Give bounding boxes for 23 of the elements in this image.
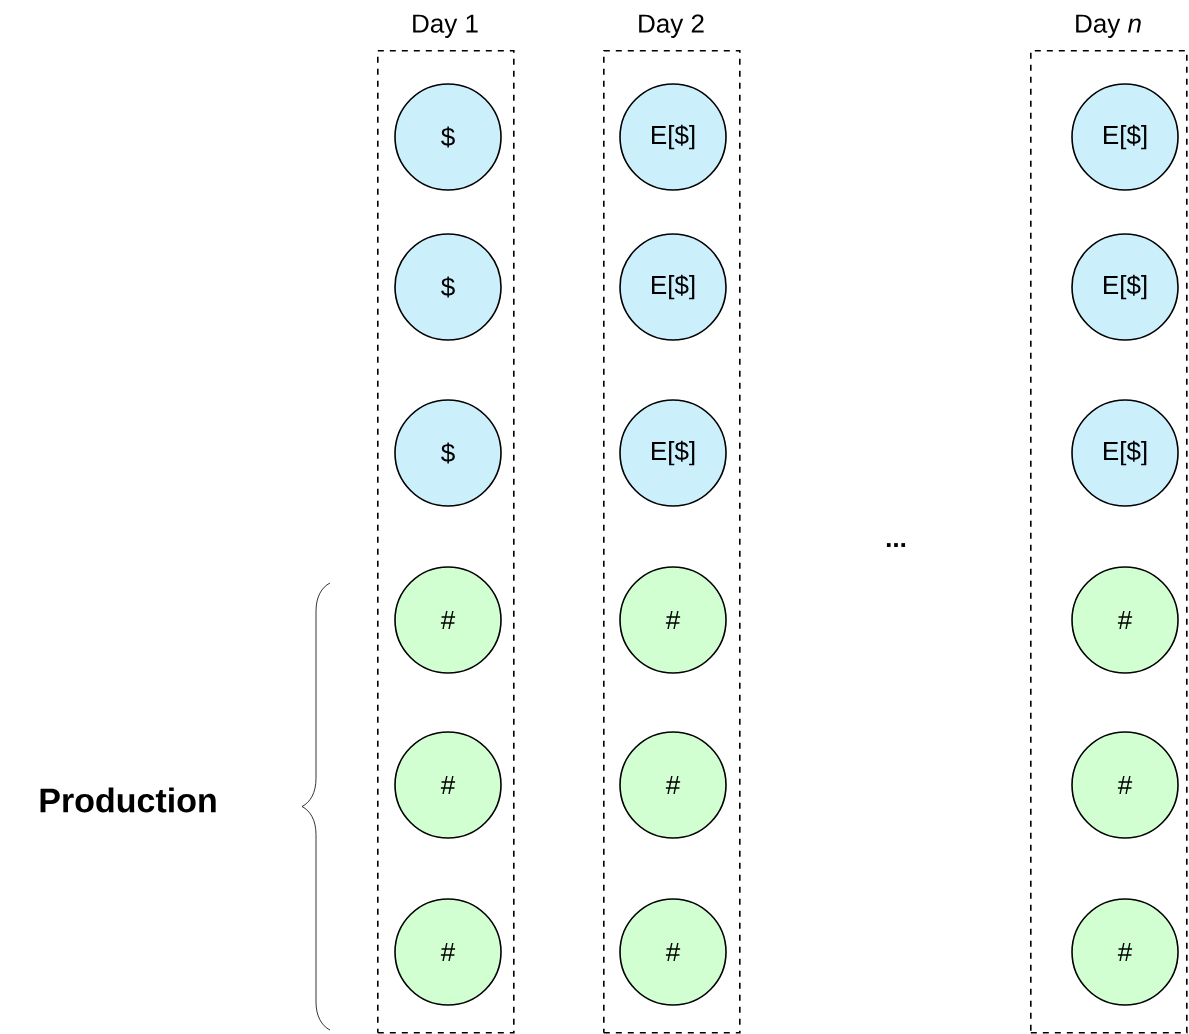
column-heading: Day 1 xyxy=(413,14,478,38)
circle-node: E[$] xyxy=(1071,83,1179,191)
circle-node: E[$] xyxy=(1071,233,1179,341)
circle-node: $ xyxy=(394,399,502,507)
circle-node: # xyxy=(619,566,727,674)
circle-node: # xyxy=(619,898,727,1006)
circle-node: E[$] xyxy=(1071,399,1179,507)
circle-node: # xyxy=(394,898,502,1006)
circle-node: $ xyxy=(394,233,502,341)
circle-node: # xyxy=(1071,566,1179,674)
circle-node: E[$] xyxy=(619,399,727,507)
circle-node: # xyxy=(394,566,502,674)
circle-node: $ xyxy=(394,83,502,191)
ellipsis: ... xyxy=(886,543,906,547)
column-heading: Day 2 xyxy=(639,14,704,38)
circle-node: # xyxy=(394,731,502,839)
circle-node: E[$] xyxy=(619,233,727,341)
circle-node: # xyxy=(1071,731,1179,839)
circle-node: # xyxy=(1071,898,1179,1006)
circle-node: E[$] xyxy=(619,83,727,191)
column-heading: Day n xyxy=(1076,14,1141,38)
circle-node: # xyxy=(619,731,727,839)
group-label: Production xyxy=(40,787,216,813)
